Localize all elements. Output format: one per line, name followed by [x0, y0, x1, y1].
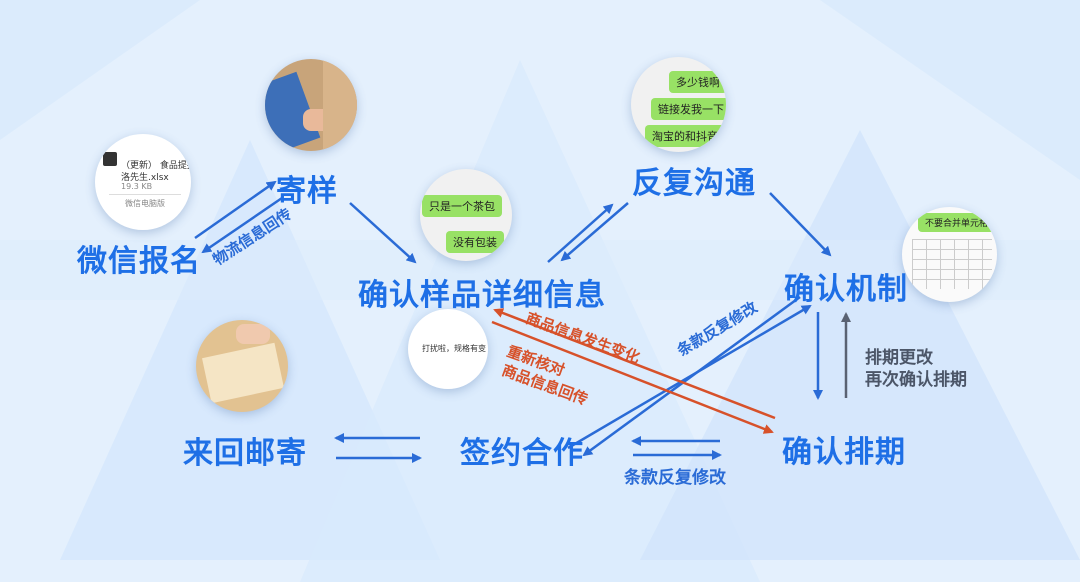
node-confirm-sample-info: 确认样品详细信息: [358, 278, 606, 313]
avatar: [103, 152, 117, 166]
sample-chat-thumbnail: 只是一个茶包 没有包装: [420, 169, 512, 261]
photo-hand: [236, 324, 270, 344]
photo-envelope: [202, 342, 284, 404]
package-photo-thumbnail: [265, 59, 357, 151]
change-note-thumbnail: 打扰啦，规格有变: [408, 309, 488, 389]
chat-bubble-link: 链接发我一下: [651, 98, 726, 120]
label-terms-revision-bottom: 条款反复修改: [624, 468, 726, 488]
arrow-communication-to-info: [560, 202, 629, 262]
sheet-grid: [912, 239, 992, 289]
file-name-line1: （更新） 食品提报格: [121, 161, 191, 171]
file-source: 微信电脑版: [125, 199, 165, 208]
node-confirm-schedule: 确认排期: [782, 435, 906, 470]
arrow-schedule-to-info: [493, 308, 776, 420]
wechat-file-thumbnail: （更新） 食品提报格 洛先生.xlsx 19.3 KB 微信电脑版: [95, 134, 191, 230]
envelope-photo-thumbnail: [196, 320, 288, 412]
chat-bubble-price: 多少钱啊: [669, 71, 726, 93]
arrow-wechat-to-sample: [194, 180, 277, 240]
arrow-info-to-schedule: [491, 320, 774, 434]
arrow-sample-to-wechat: [201, 196, 283, 254]
chat-bubble-tea-bag: 只是一个茶包: [422, 195, 502, 217]
arrow-mechanism-to-sign: [582, 295, 801, 457]
chat-bubble-no-merge: 不要合并单元格: [918, 213, 996, 232]
chat-bubble-no-package: 没有包装: [446, 231, 504, 253]
arrow-info-to-communication: [547, 203, 614, 263]
change-note-text: 打扰啦，规格有变: [422, 344, 486, 353]
label-schedule-change: 排期更改: [865, 348, 933, 368]
node-confirm-mechanism: 确认机制: [784, 272, 908, 307]
node-repeated-communication: 反复沟通: [632, 166, 756, 201]
file-size: 19.3 KB: [121, 182, 153, 191]
divider: [109, 194, 181, 195]
node-sign-cooperation: 签约合作: [460, 436, 584, 471]
chat-bubble-platforms: 淘宝的和抖音的: [645, 125, 726, 147]
node-send-sample: 寄样: [276, 174, 338, 209]
file-name-line2: 洛先生.xlsx: [121, 173, 169, 183]
arrow-sample-to-confirm-info: [349, 202, 417, 264]
mechanism-sheet-thumbnail: 不要合并单元格: [902, 207, 997, 302]
label-reconfirm-schedule: 再次确认排期: [865, 370, 967, 390]
node-wechat-signup: 微信报名: [77, 244, 201, 279]
node-mailing-back-forth: 来回邮寄: [183, 436, 307, 471]
price-chat-thumbnail: 多少钱啊 链接发我一下 淘宝的和抖音的: [631, 57, 726, 152]
arrow-communication-to-mechanism: [769, 192, 832, 257]
photo-box: [323, 59, 357, 151]
